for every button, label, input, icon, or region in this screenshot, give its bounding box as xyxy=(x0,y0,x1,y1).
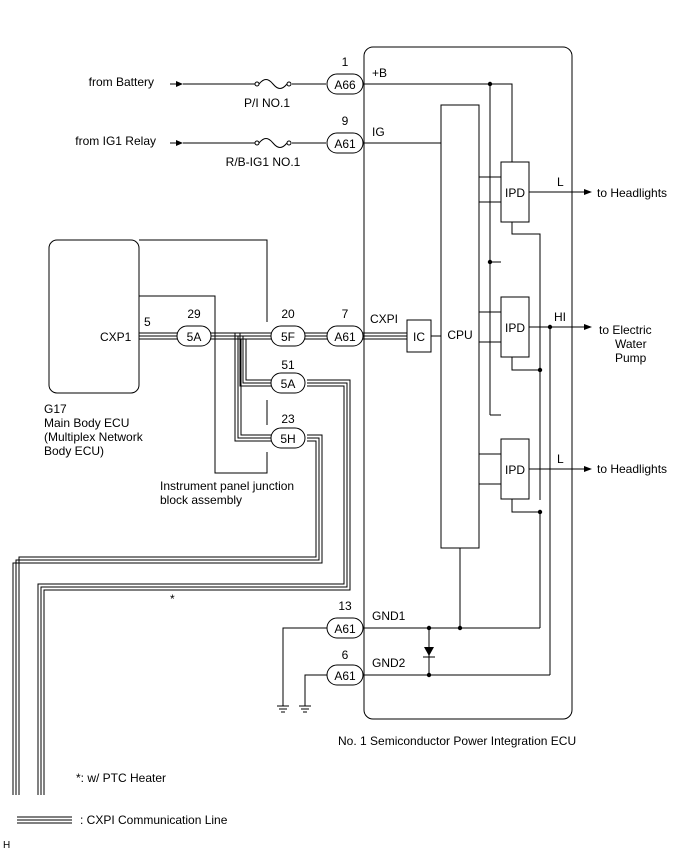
legend-cxpi-line-symbol xyxy=(17,816,72,824)
main-body-ecu-box xyxy=(48,239,140,394)
cxpi-route-51 xyxy=(37,379,351,795)
connector-a61-ig-label: A61 xyxy=(334,137,356,151)
connector-a61-cxpi xyxy=(326,325,364,347)
rb-fuse-symbol xyxy=(254,138,292,148)
cxp1-port-label: CXP1 xyxy=(100,330,132,344)
junction-dot xyxy=(487,259,493,265)
pin-13: 13 xyxy=(338,599,352,613)
to-pump-line-2: Water xyxy=(615,337,647,351)
output-l-1: L xyxy=(557,175,564,189)
junction-block-line-1: Instrument panel junction xyxy=(160,479,294,493)
to-headlights-2: to Headlights xyxy=(597,462,667,476)
connector-a61-cxpi-label: A61 xyxy=(334,330,356,344)
from-battery-label: from Battery xyxy=(89,75,154,89)
diode-symbol xyxy=(423,647,435,658)
connector-5f-label: 5F xyxy=(281,330,295,344)
ground-symbol-1 xyxy=(277,705,289,713)
output-arrowhead-2 xyxy=(584,324,592,330)
body-ecu-code: G17 xyxy=(44,402,67,416)
ipd1-return xyxy=(511,222,541,500)
body-ecu-line-3: Body ECU) xyxy=(44,444,104,458)
connector-a61-gnd2-label: A61 xyxy=(334,669,356,683)
pin-29: 29 xyxy=(187,307,201,321)
junction-dot xyxy=(537,367,543,373)
pi-fuse-label: P/I NO.1 xyxy=(244,96,290,110)
corner-mark: H xyxy=(3,840,10,851)
pin-1: 1 xyxy=(342,55,349,69)
ground-symbol-2 xyxy=(299,705,311,713)
to-pump-line-1: to Electric xyxy=(599,323,652,337)
pin-6: 6 xyxy=(342,648,349,662)
plus-b-bus xyxy=(363,83,513,162)
signal-plus-b: +B xyxy=(372,66,387,80)
pin-9: 9 xyxy=(342,114,349,128)
ic-label: IC xyxy=(413,330,425,344)
legend-cxpi-text: : CXPI Communication Line xyxy=(80,813,228,827)
star-mark: * xyxy=(170,592,175,606)
output-l-2: L xyxy=(557,452,564,466)
junction-dot xyxy=(426,672,432,678)
ipd-label-1: IPD xyxy=(505,186,525,200)
connector-5a-top xyxy=(176,325,212,347)
to-pump-line-3: Pump xyxy=(615,351,647,365)
ecu-name-label: No. 1 Semiconductor Power Integration EC… xyxy=(338,734,576,748)
junction-block-outline xyxy=(139,239,268,474)
ptc-note: *: w/ PTC Heater xyxy=(76,771,166,785)
connector-5a-top-label: 5A xyxy=(187,330,202,344)
pi-fuse-symbol xyxy=(254,79,292,89)
cxpi-branch-5h xyxy=(234,333,271,442)
signal-ig: IG xyxy=(372,125,385,139)
cpu-box xyxy=(440,104,480,549)
pin-51: 51 xyxy=(281,358,295,372)
connector-5a-mid-label: 5A xyxy=(281,377,296,391)
pin-23: 23 xyxy=(281,412,295,426)
ipd-box-3 xyxy=(500,438,530,500)
body-ecu-line-2: (Multiplex Network xyxy=(44,430,144,444)
ic-box xyxy=(406,319,432,353)
cxpi-branch-5a xyxy=(239,333,271,387)
rb-fuse-label: R/B-IG1 NO.1 xyxy=(226,155,301,169)
connector-5h xyxy=(270,427,306,449)
signal-gnd2: GND2 xyxy=(372,656,406,670)
ipd-box-1 xyxy=(500,161,530,223)
to-headlights-1: to Headlights xyxy=(597,186,667,200)
output-hi: HI xyxy=(554,310,566,324)
ig1-arrowhead xyxy=(176,140,183,146)
junction-dot xyxy=(547,324,553,330)
connector-5a-mid xyxy=(270,372,306,394)
pin-7: 7 xyxy=(342,307,349,321)
signal-gnd1: GND1 xyxy=(372,609,406,623)
ipd2-return xyxy=(511,357,540,371)
cxpi-route-23 xyxy=(12,434,323,795)
battery-arrowhead xyxy=(176,81,183,87)
gnd2-external-wire xyxy=(304,674,327,706)
cpu-ipd-lines xyxy=(479,176,501,485)
ipd-label-2: IPD xyxy=(505,321,525,335)
ipd-label-3: IPD xyxy=(505,463,525,477)
signal-cxpi: CXPI xyxy=(370,312,398,326)
connector-5h-label: 5H xyxy=(280,432,295,446)
pin-5: 5 xyxy=(144,315,151,329)
output-arrowhead-1 xyxy=(584,189,592,195)
connector-a66-label: A66 xyxy=(334,78,356,92)
ipd3-return xyxy=(511,499,540,513)
from-ig1-relay-label: from IG1 Relay xyxy=(75,134,156,148)
connector-a61-gnd1-label: A61 xyxy=(334,622,356,636)
output-arrowhead-3 xyxy=(584,466,592,472)
pin-20: 20 xyxy=(281,307,295,321)
cpu-label: CPU xyxy=(447,328,472,342)
connector-5f xyxy=(270,325,306,347)
body-ecu-line-1: Main Body ECU xyxy=(44,416,129,430)
junction-dot xyxy=(487,81,493,87)
junction-block-line-2: block assembly xyxy=(160,493,242,507)
gnd1-external-wire xyxy=(282,627,327,706)
ipd-box-2 xyxy=(500,296,530,358)
gnd1-wire xyxy=(363,548,540,629)
junction-dot xyxy=(457,625,463,631)
